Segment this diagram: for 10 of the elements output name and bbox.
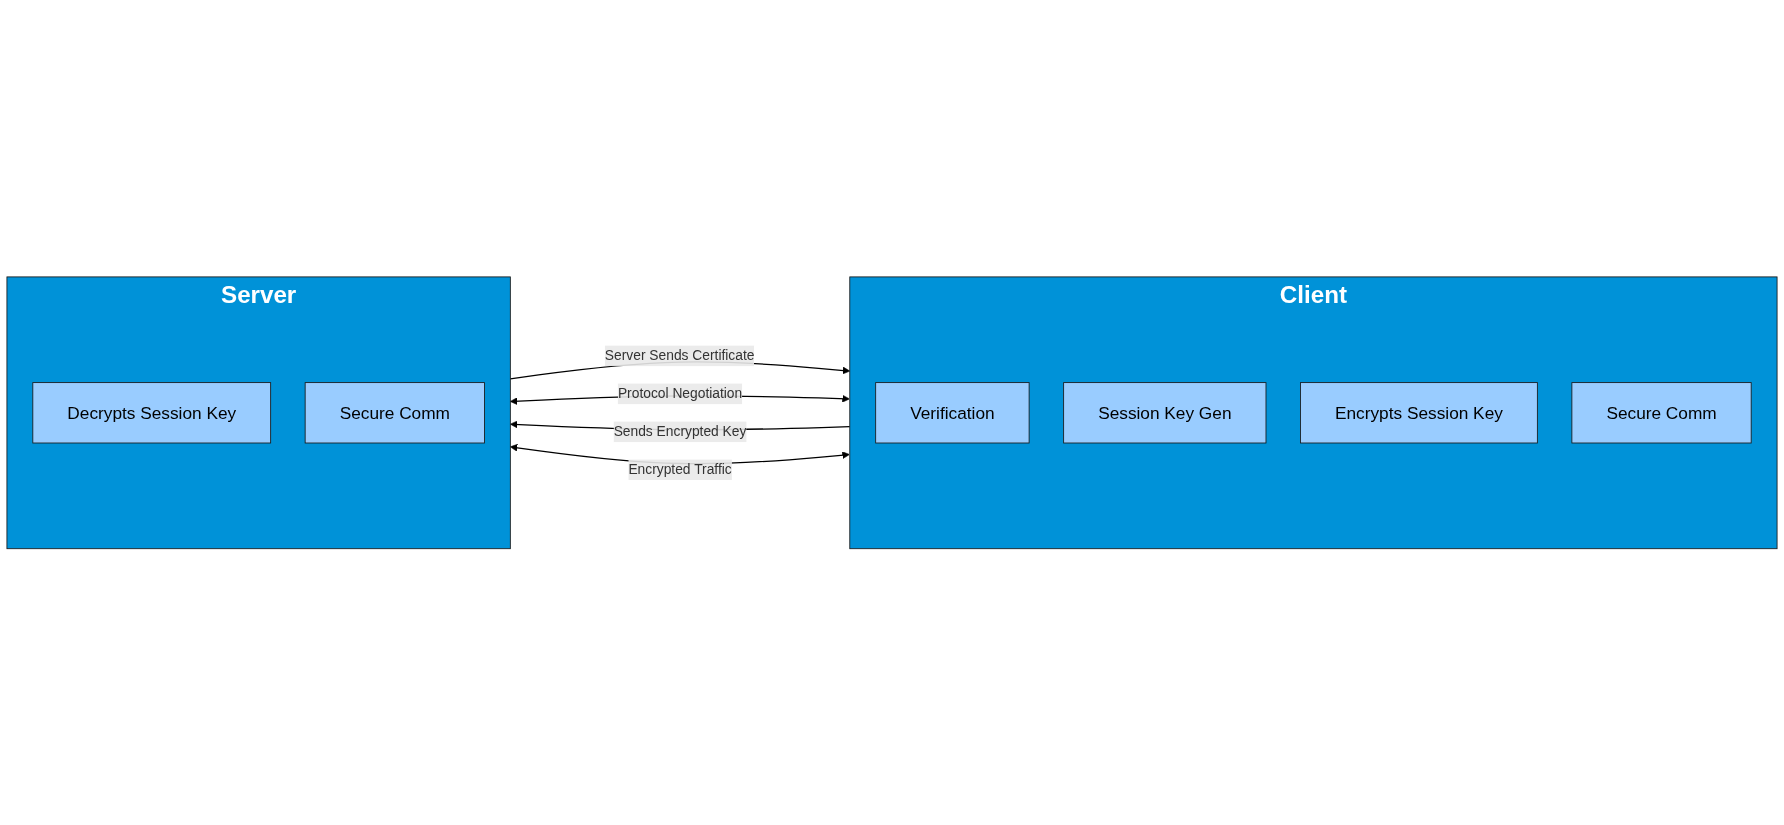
node-box: Session Key Gen xyxy=(1063,381,1267,444)
edge-label: Protocol Negotiation xyxy=(617,385,743,401)
edge-label: Sends Encrypted Key xyxy=(613,423,747,439)
edge-label: Encrypted Traffic xyxy=(628,461,732,477)
edge-label: Server Sends Certificate xyxy=(604,347,755,363)
node-box: Secure Comm xyxy=(304,381,485,444)
node-box: Encrypts Session Key xyxy=(1300,381,1538,444)
node-box: Secure Comm xyxy=(1571,381,1752,444)
node-box: Verification xyxy=(875,381,1030,444)
node-box: Decrypts Session Key xyxy=(32,381,272,444)
